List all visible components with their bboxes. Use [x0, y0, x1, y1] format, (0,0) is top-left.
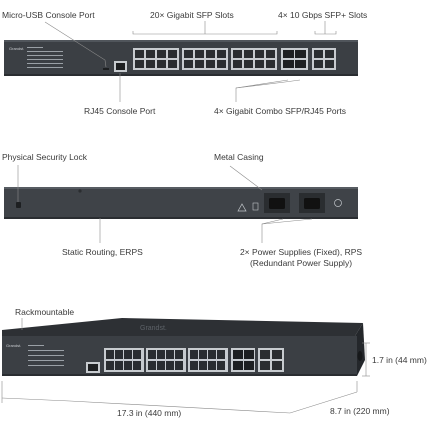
micro-usb-port — [103, 68, 109, 70]
sfp-slot-array — [133, 48, 277, 70]
chassis-top — [2, 318, 363, 336]
power-supply-2 — [299, 193, 325, 213]
sfp-plus-slot-array — [312, 48, 336, 70]
front-panel: Grandst. — [4, 21, 358, 102]
perspective-brand-logo: Grandst. — [6, 343, 21, 348]
ground-screw — [78, 189, 81, 192]
security-lock-slot — [16, 202, 21, 208]
perspective-view: Grandst. Grandst. — [2, 318, 370, 413]
brand-logo: Grandst. — [9, 46, 24, 51]
power-supply-1 — [264, 193, 290, 213]
rj45-console-port — [114, 61, 127, 72]
side-vent — [358, 351, 363, 361]
chassis-top-logo: Grandst. — [140, 325, 167, 332]
combo-port-array — [281, 48, 308, 70]
rear-panel — [4, 165, 358, 243]
